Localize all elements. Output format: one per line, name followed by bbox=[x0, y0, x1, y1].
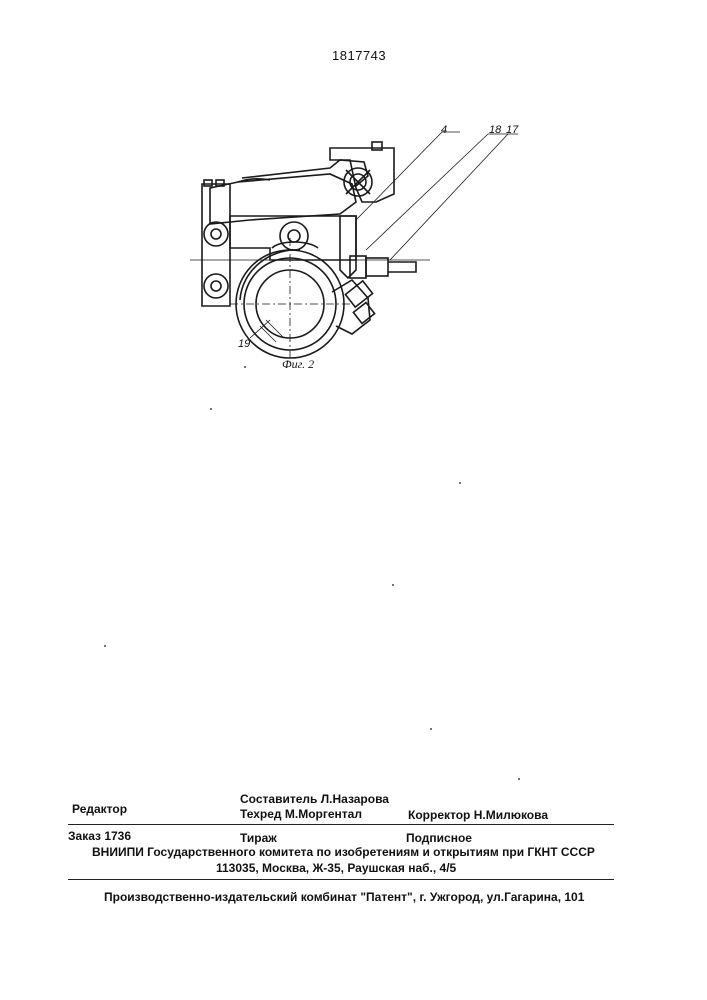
institute-address: 113035, Москва, Ж-35, Раушская наб., 4/5 bbox=[216, 861, 456, 875]
editor-label: Редактор bbox=[72, 802, 127, 816]
corrector: Корректор Н.Милюкова bbox=[408, 808, 548, 822]
compiler: Составитель Л.Назарова bbox=[240, 792, 389, 806]
techred: Техред М.Моргентал bbox=[240, 807, 362, 821]
circulation: Тираж bbox=[240, 831, 277, 845]
publisher: Производственно-издательский комбинат "П… bbox=[104, 890, 584, 904]
divider-top bbox=[68, 824, 614, 825]
institute: ВНИИПИ Государственного комитета по изоб… bbox=[92, 845, 595, 859]
subscription: Подписное bbox=[406, 831, 472, 845]
divider-bottom bbox=[68, 879, 614, 880]
order-number: Заказ 1736 bbox=[68, 829, 131, 843]
